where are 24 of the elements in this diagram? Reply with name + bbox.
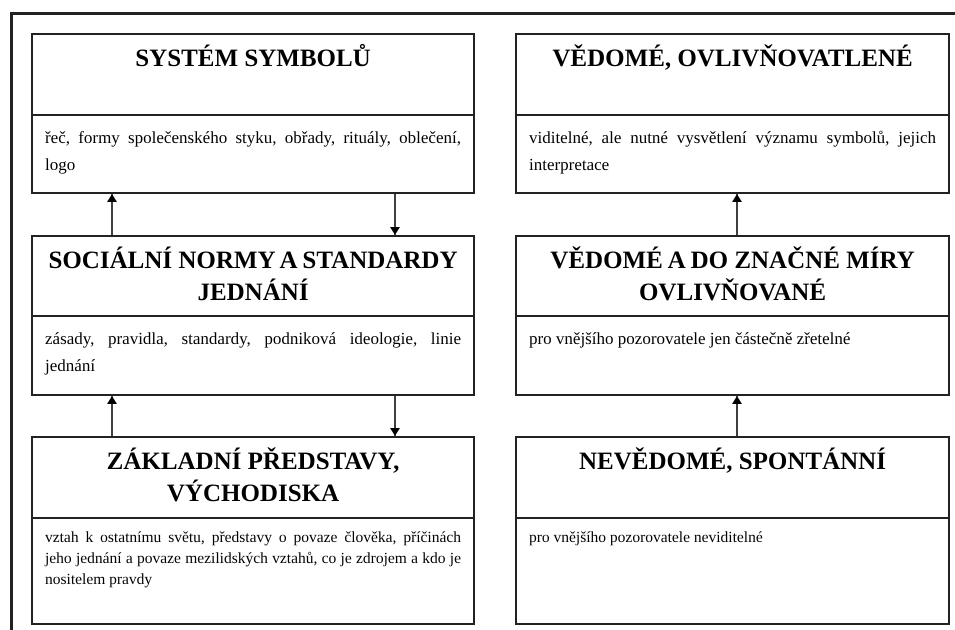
box-heading: VĚDOMÉ A DO ZNAČNÉ MÍRY OVLIVŇOVANÉ: [549, 245, 916, 308]
box-description: pro vnějšího pozorovatele jen částečně zřetelné: [529, 328, 852, 350]
box-description: vztah k ostatnímu světu, představy o povaze člověka, příčinách jeho jednání a povaze mezilidských vztahů, co je zdrojem a kdo je nositelem pravdy: [45, 528, 461, 590]
layer-box: [515, 235, 950, 396]
layer-box: [31, 436, 475, 625]
box-description: pro vnějšího pozorovatele neviditelné: [529, 528, 764, 548]
box-description: řeč, formy společenského styku, obřady, rituály, oblečení, logo: [45, 127, 461, 176]
box-description: zásady, pravidla, standardy, podniková ideologie, linie jednání: [45, 328, 461, 377]
box-heading: SOCIÁLNÍ NORMY A STANDARDY JEDNÁNÍ: [47, 246, 459, 308]
box-heading: SYSTÉM SYMBOLŮ: [135, 43, 371, 74]
arrow: [732, 396, 742, 436]
layer-box: [515, 33, 950, 194]
layer-box: [515, 436, 950, 625]
box-heading: VĚDOMÉ, OVLIVŇOVATLENÉ: [552, 43, 913, 74]
arrow: [390, 396, 400, 436]
box-description: viditelné, ale nutné vysvětlení významu symbolů, jejich interpretace: [529, 127, 936, 176]
layer-box: [31, 235, 475, 396]
arrow: [390, 194, 400, 235]
box-heading: NEVĚDOMÉ, SPONTÁNNÍ: [579, 446, 886, 477]
arrow: [107, 396, 117, 436]
arrow: [107, 194, 117, 235]
layer-box: [31, 33, 475, 194]
arrow: [732, 194, 742, 235]
box-heading: ZÁKLADNÍ PŘEDSTAVY, VÝCHODISKA: [106, 446, 400, 509]
